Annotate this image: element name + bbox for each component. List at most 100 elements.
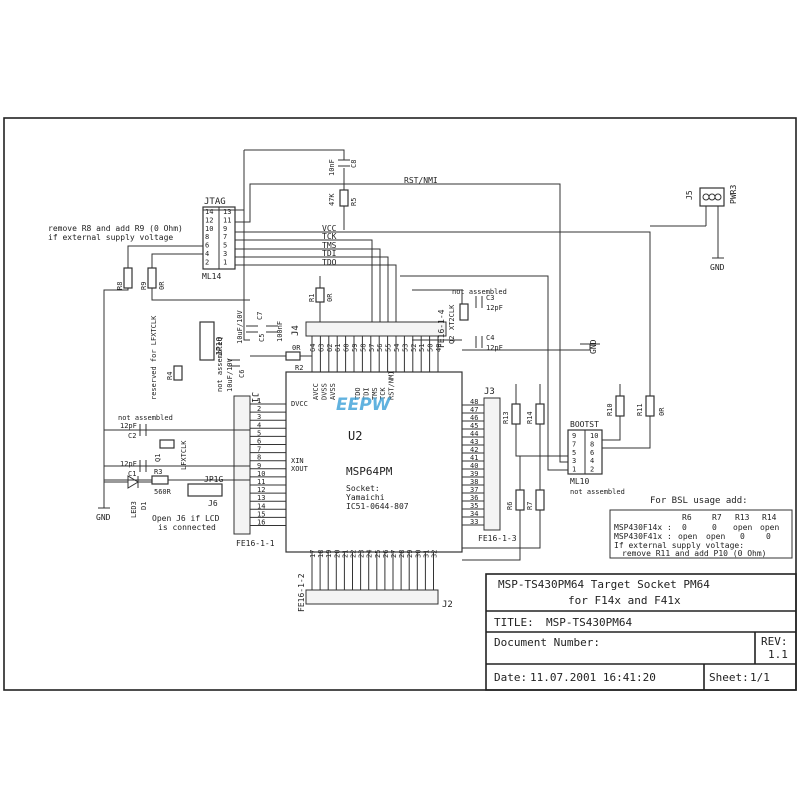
- c3-val: 12pF: [486, 304, 503, 312]
- ic-pin-xout: XOUT: [291, 465, 309, 473]
- j5-gnd: GND: [710, 263, 725, 272]
- pin-number-bottom: 25: [374, 550, 382, 558]
- bsl-heading: For BSL usage add:: [650, 496, 748, 506]
- pin-number-right: 48: [470, 398, 478, 406]
- pin-number-top: 59: [351, 344, 359, 352]
- connector-j1: J1 FE16-1-1: [233, 392, 275, 548]
- ic-top-pin-name: RST/NMI: [388, 370, 396, 400]
- c8-val: 10nF: [328, 159, 336, 176]
- pin-number-bottom: 26: [382, 550, 390, 558]
- pin-number-bottom: 27: [390, 550, 398, 558]
- bootst-pin-left: 9: [572, 432, 576, 440]
- jtag-pin-left: 10: [205, 225, 213, 233]
- ic-top-pin-name: TMS: [371, 387, 379, 400]
- pin-number-left: 1: [257, 397, 261, 405]
- jtag-pin-right: 1: [223, 258, 227, 266]
- j2-part: FE16-1-2: [297, 573, 306, 612]
- j4-ref: J4: [291, 325, 301, 336]
- sig-tdo: TDO: [322, 258, 337, 267]
- lcd-note-line2: is connected: [158, 523, 216, 532]
- c3-ref: C3: [486, 294, 494, 302]
- pin-number-top: 62: [326, 344, 334, 352]
- connector-j2: J2 FE16-1-2: [297, 573, 453, 612]
- r6-ref: R6: [506, 502, 514, 510]
- reserved-note: reserved for LFXTCLK: [150, 315, 158, 400]
- component-r5: R5 47K: [328, 189, 358, 207]
- pin-number-left: 2: [257, 405, 261, 413]
- r5-ref: R5: [350, 198, 358, 206]
- gnd-left-label: GND: [96, 513, 111, 522]
- c2-val: 12pF: [120, 422, 137, 430]
- component-r6-r7: R6 R7: [506, 489, 545, 511]
- pin-number-right: 34: [470, 510, 478, 518]
- bootst-pin-left: 5: [572, 449, 576, 457]
- pin-number-right: 43: [470, 438, 478, 446]
- led-ref: LED3: [130, 501, 138, 518]
- connector-j4: J4 FE16-1-4: [291, 309, 447, 348]
- j6-ref: J6: [208, 499, 218, 508]
- ic-top-pin-name: TDI: [362, 387, 370, 400]
- sheet-label: Sheet:: [709, 671, 749, 684]
- bsl-note: For BSL usage add: R6 R7 R13 R14 MSP430F…: [609, 496, 793, 559]
- r8-val: 0R: [158, 281, 166, 290]
- sig-tms: TMS: [322, 241, 337, 250]
- j1-ref: J1: [249, 392, 259, 403]
- ic-top-pin-name: AVSS: [329, 383, 337, 400]
- jtag-pin-left: 12: [205, 216, 213, 224]
- component-led: LED3 D1: [104, 475, 152, 518]
- bootst-pin-left: 7: [572, 440, 576, 448]
- sheet-value: 1/1: [750, 671, 770, 684]
- j1-part: FE16-1-1: [236, 539, 275, 548]
- pin-number-top: 63: [317, 344, 325, 352]
- component-r9: R9 0R: [140, 267, 166, 290]
- bsl-row1-v3: open: [733, 523, 752, 532]
- component-c5: C5 10uF/10V: [236, 309, 266, 344]
- c1-val: 12pF: [120, 460, 137, 468]
- jtag-ref: JTAG: [204, 197, 226, 207]
- bsl-col-r13: R13: [735, 513, 750, 522]
- c4-val: 12pF: [486, 344, 503, 352]
- bsl-footnote1: If external supply voltage:: [614, 541, 744, 550]
- bsl-col-r6: R6: [682, 513, 692, 522]
- bsl-row2-v3: 0: [740, 532, 745, 541]
- q2-ref: Q2: [448, 336, 456, 344]
- c7-ref: C7: [256, 312, 264, 320]
- bsl-row2-v2: open: [706, 532, 725, 541]
- q1-val: LFXTCLK: [180, 440, 188, 470]
- d1-ref: D1: [140, 502, 148, 510]
- pin-number-top: 51: [418, 344, 426, 352]
- r14-ref: R14: [526, 411, 534, 424]
- not-assembled-q2: not assembled: [452, 288, 507, 296]
- pin-number-left: 6: [257, 438, 261, 446]
- bootst-ref: BOOTST: [570, 420, 599, 429]
- component-c6: C6 10uF/10V: [226, 357, 246, 392]
- pin-number-top: 53: [401, 344, 409, 352]
- j3-part: FE16-1-3: [478, 534, 517, 543]
- ic-ref: U2: [348, 429, 362, 443]
- ic-socket-part: IC51-0644-807: [346, 502, 409, 511]
- jtag-pin-right: 11: [223, 216, 231, 224]
- pin-wires: [250, 336, 484, 590]
- pin-number-bottom: 28: [398, 550, 406, 558]
- pin-number-right: 41: [470, 454, 478, 462]
- r1-ref: R1: [308, 294, 316, 302]
- jp1q-ref: JP1Q: [215, 337, 224, 356]
- ic-part: MSP64PM: [346, 465, 393, 478]
- r5-val: 47K: [328, 193, 336, 206]
- pin-number-right: 37: [470, 486, 478, 494]
- pin-number-bottom: 24: [366, 550, 374, 558]
- not-assembled-c6: not assembled: [216, 337, 224, 392]
- pin-number-left: 8: [257, 454, 261, 462]
- bsl-row1-v1: 0: [682, 523, 687, 532]
- bootst-pin-left: 1: [572, 466, 576, 474]
- pin-number-bottom: 31: [422, 550, 430, 558]
- component-q1: Q1 LFXTCLK: [104, 429, 250, 470]
- ic-top-pin-name: AVCC: [312, 383, 320, 400]
- bsl-row1-v4: open: [760, 523, 779, 532]
- ic-socket-maker: Yamaichi: [346, 493, 385, 502]
- jtag-pin-left: 8: [205, 233, 209, 241]
